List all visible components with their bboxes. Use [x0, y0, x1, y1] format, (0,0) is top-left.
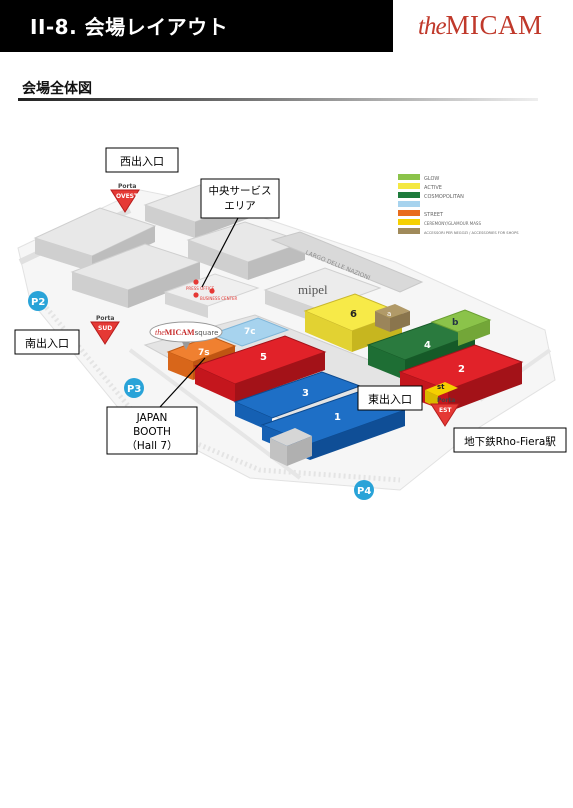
callout-japan-booth-line2: BOOTH	[133, 426, 171, 438]
hall-b-label: b	[452, 318, 459, 328]
callout-japan-booth: JAPAN BOOTH （Hall 7）	[106, 406, 198, 455]
hall-2-label: 2	[458, 364, 465, 375]
page-title: II-8. 会場レイアウト	[30, 15, 229, 39]
legend-label-accessories: ACCESSORI PER NEGOZI / ACCESSORIES FOR S…	[424, 231, 519, 235]
legend-label-cosmopolitan: COSMOPOLITAN	[424, 194, 464, 200]
press-office-label: PRESS OFFICE	[186, 286, 215, 291]
section-heading: 会場全体図	[22, 81, 92, 97]
hall-3-label: 3	[302, 388, 309, 399]
hall-7c-label: 7c	[244, 327, 256, 337]
gate-east-label: EST	[439, 407, 452, 414]
logo-prefix: the	[418, 13, 447, 40]
micam-square-badge: theMICAMsquare	[149, 321, 223, 350]
header-bar: II-8. 会場レイアウト	[0, 0, 393, 52]
micam-square-pointer	[182, 342, 190, 350]
parking-p4: P4	[354, 480, 374, 500]
parking-p4-label: P4	[357, 486, 371, 497]
legend-item-ceremony: CEREMONY/GLAMOUR MASS	[398, 219, 481, 226]
hall-5-label: 5	[260, 352, 267, 363]
legend-item-light-blue	[398, 201, 420, 207]
grey-building-mid	[186, 221, 307, 280]
gate-south: Porta SUD	[90, 315, 120, 345]
callout-south-entrance-text: 南出入口	[25, 336, 69, 350]
venue-map-svg: LARGO DELLE NAZIONI mipel 6 a 4 b 2	[14, 147, 567, 500]
gate-south-porta: Porta	[96, 315, 114, 322]
legend-label-active: ACTIVE	[424, 185, 442, 191]
map-legend: GLOW ACTIVE COSMOPOLITAN STREET CEREMONY…	[398, 174, 519, 235]
heading-rule	[18, 98, 538, 101]
legend-item-accessories: ACCESSORI PER NEGOZI / ACCESSORIES FOR S…	[398, 228, 519, 235]
legend-label-street: STREET	[424, 212, 444, 218]
hall-1-label: 1	[334, 412, 341, 423]
gate-east-porta: Porta	[437, 397, 455, 404]
press-office-dot-2	[193, 292, 199, 298]
callout-east-entrance-text: 東出入口	[368, 392, 412, 406]
parking-p3: P3	[124, 378, 144, 398]
business-center-dot	[209, 288, 215, 294]
callout-west-entrance: 西出入口	[105, 147, 179, 173]
grey-annex	[270, 428, 312, 466]
callout-leaders	[159, 217, 239, 408]
logo-main: MICAM	[445, 10, 543, 40]
gate-south-label: SUD	[98, 325, 112, 332]
callout-japan-booth-line1: JAPAN	[136, 412, 168, 424]
hall-4-label: 4	[424, 340, 431, 351]
hall-a-label: a	[387, 310, 391, 318]
hall-a: a	[375, 304, 410, 332]
hall-6-label: 6	[350, 309, 357, 320]
callout-central-services-line1: 中央サービス	[209, 184, 272, 197]
parking-p2-label: P2	[31, 297, 45, 308]
legend-item-glow: GLOW	[398, 174, 439, 182]
press-office-dot	[193, 279, 199, 285]
hall-7s-label: 7s	[198, 348, 210, 358]
parking-p2: P2	[28, 291, 48, 311]
gate-east: Porta EST	[430, 397, 460, 427]
legend-label-glow: GLOW	[424, 176, 439, 182]
micam-square-main: MICAM	[165, 328, 195, 337]
business-center: PRESS OFFICE BUSINESS CENTER	[186, 279, 238, 301]
venue-map: LARGO DELLE NAZIONI mipel 6 a 4 b 2	[0, 110, 573, 510]
legend-item-cosmopolitan: COSMOPOLITAN	[398, 192, 464, 200]
hall-7c: 7c	[210, 317, 290, 347]
legend-label-ceremony: CEREMONY/GLAMOUR MASS	[424, 221, 481, 226]
micam-square-prefix: the	[155, 328, 165, 337]
gate-west-label: OVEST	[116, 193, 139, 200]
hall-b: b	[430, 309, 492, 346]
callout-south-entrance: 南出入口	[14, 329, 80, 355]
callout-east-entrance: 東出入口	[357, 385, 423, 411]
legend-item-street: STREET	[398, 210, 444, 218]
callout-central-services: 中央サービス エリア	[200, 178, 280, 219]
parking-p3-label: P3	[127, 384, 141, 395]
leader-central-services	[201, 217, 239, 288]
callout-central-services-line2: エリア	[224, 200, 256, 212]
callout-metro-station: 地下鉄Rho-Fiera駅	[453, 427, 567, 453]
legend-item-active: ACTIVE	[398, 183, 442, 191]
hall-st-label: st	[437, 383, 445, 391]
grey-building-w	[70, 243, 202, 308]
callout-metro-station-text: 地下鉄Rho-Fiera駅	[464, 435, 556, 448]
micam-logo: theMICAM	[418, 8, 543, 42]
callout-west-entrance-text: 西出入口	[120, 154, 164, 168]
mipel-label: mipel	[298, 282, 328, 297]
gate-west-porta: Porta	[118, 183, 136, 190]
business-center-label: BUSINESS CENTER	[200, 296, 238, 301]
micam-square-suffix: square	[195, 329, 219, 337]
leader-japan-booth	[159, 357, 206, 408]
hall-5: 5	[193, 335, 327, 402]
callout-japan-booth-line3: （Hall 7）	[126, 440, 177, 452]
gate-west: Porta OVEST	[110, 183, 140, 213]
svg-text:theMICAMsquare: theMICAMsquare	[155, 328, 218, 337]
